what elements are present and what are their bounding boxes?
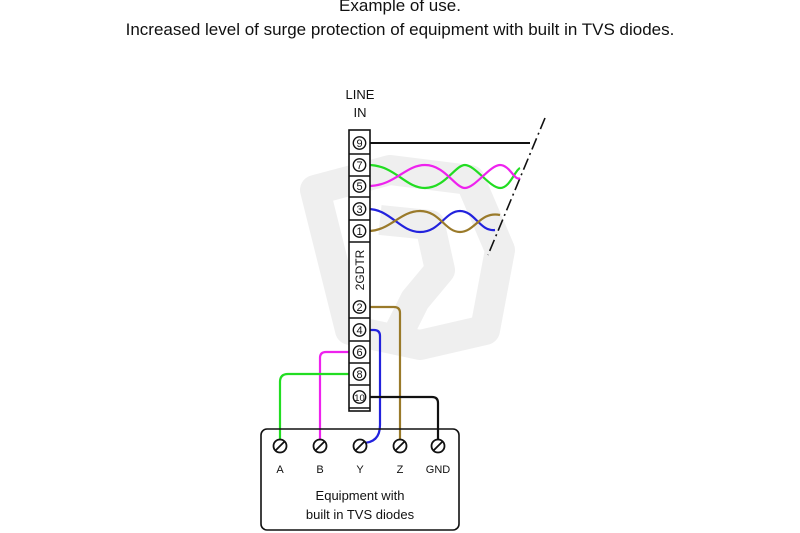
protected-terminal-number: 6 — [356, 347, 362, 359]
equipment-box — [260, 428, 460, 531]
protected-terminal-6 — [352, 345, 367, 359]
terminal-screw-slot — [354, 440, 366, 452]
line-in-terminal-3 — [352, 202, 367, 216]
protected-terminal-10 — [352, 390, 367, 404]
protected-terminal-8 — [352, 367, 367, 381]
protected-terminal-number: 10 — [354, 393, 365, 404]
equipment-terminal-label: Z — [397, 464, 404, 476]
protected-terminal-2 — [352, 300, 367, 314]
diagram-title-line-2: Increased level of surge protection of e… — [125, 20, 675, 39]
equipment-label-2: built in TVS diodes — [306, 507, 415, 522]
diagram-title-line-1: Example of use. — [339, 0, 461, 15]
wire-black-gnd — [368, 395, 440, 443]
equipment-terminal-label: A — [276, 464, 284, 476]
line-in-terminal-7 — [352, 158, 367, 172]
module-name-label: 2GDTR — [353, 249, 367, 290]
line-in-terminal-number: 3 — [356, 204, 362, 216]
line-in-label-1: LINE — [346, 87, 375, 102]
wire-blue-line-in — [367, 207, 496, 234]
line-in-terminal-1 — [352, 224, 367, 238]
cut-line — [487, 117, 546, 256]
line-in-terminal-number: 1 — [356, 226, 362, 238]
wire-blue-y — [361, 328, 382, 445]
terminal-screw-slot — [432, 440, 444, 452]
protected-terminal-number: 4 — [356, 325, 362, 337]
protected-terminal-number: 2 — [356, 302, 362, 314]
terminal-group-top: 9 7 5 3 1 — [349, 136, 370, 243]
terminal-screw-slot — [394, 440, 406, 452]
wire-brown-line-in — [367, 209, 501, 234]
watermark-logo — [300, 155, 515, 360]
equipment-label-1: Equipment with — [316, 488, 405, 503]
wire-magenta-line-in — [367, 163, 521, 190]
equipment-terminal-label: B — [316, 464, 323, 476]
line-in-terminal-5 — [352, 179, 367, 193]
line-in-terminal-9 — [352, 136, 367, 150]
wire-brown-z — [368, 305, 402, 443]
line-in-terminal-number: 5 — [356, 181, 362, 193]
wire-green-a — [278, 372, 350, 443]
line-in-terminal-number: 9 — [356, 138, 362, 150]
terminal-screw-slot — [314, 440, 326, 452]
equipment-terminal-label: Y — [356, 464, 364, 476]
line-in-terminal-number: 7 — [356, 160, 362, 172]
protected-terminal-number: 8 — [356, 369, 362, 381]
wire-green-line-in — [367, 163, 521, 190]
equipment-terminals: A B Y Z GND — [272, 438, 451, 476]
wire-magenta-b — [318, 350, 350, 443]
line-in-label-2: IN — [354, 105, 367, 120]
terminal-group-bottom: 2 4 6 8 10 — [349, 300, 370, 409]
protected-terminal-4 — [352, 323, 367, 337]
terminal-screw-slot — [274, 440, 286, 452]
equipment-terminal-label: GND — [426, 464, 451, 476]
